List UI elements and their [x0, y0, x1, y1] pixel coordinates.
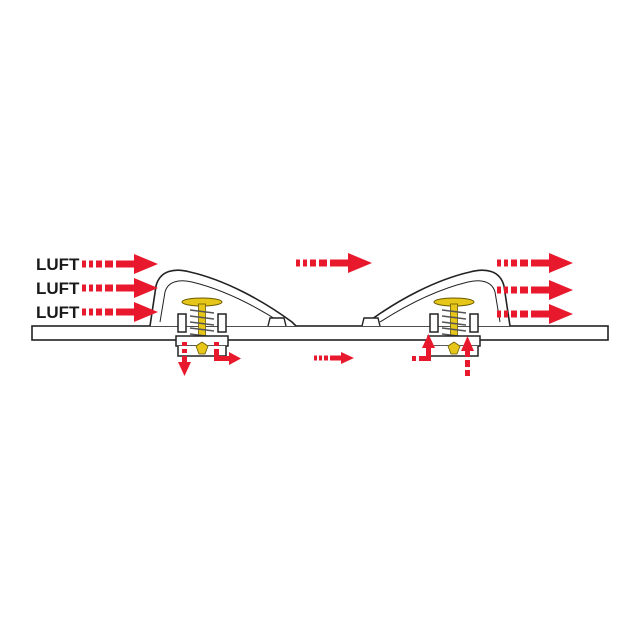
- roof-panel: [31, 325, 609, 341]
- airflow-arrow-mid-bottom: [314, 352, 354, 364]
- left-vent-hood-lip: [267, 317, 287, 327]
- airflow-arrow-left-down: [178, 342, 191, 376]
- airflow-arrow-right-up: [461, 336, 474, 376]
- airflow-arrow-out-1: [497, 253, 573, 273]
- right-vent-hood-inner: [379, 280, 501, 323]
- left-vent-hood-inner: [159, 280, 281, 323]
- airflow-arrow-in-2: [82, 278, 158, 298]
- airflow-arrow-left-elbow: [214, 342, 241, 365]
- left-vent-hood: [149, 269, 297, 327]
- air-label-2: LUFT: [36, 279, 80, 298]
- airflow-arrow-mid-top: [296, 253, 372, 273]
- airflow-arrow-out-2: [497, 280, 573, 300]
- right-vent-hood: [363, 269, 511, 327]
- airflow-arrow-in-3: [82, 302, 158, 322]
- air-label-1: LUFT: [36, 255, 80, 274]
- right-vent-hood-lip: [361, 317, 381, 327]
- airflow-arrow-right-elbow: [412, 334, 435, 361]
- air-label-3: LUFT: [36, 303, 80, 322]
- airflow-arrow-in-1: [82, 254, 158, 274]
